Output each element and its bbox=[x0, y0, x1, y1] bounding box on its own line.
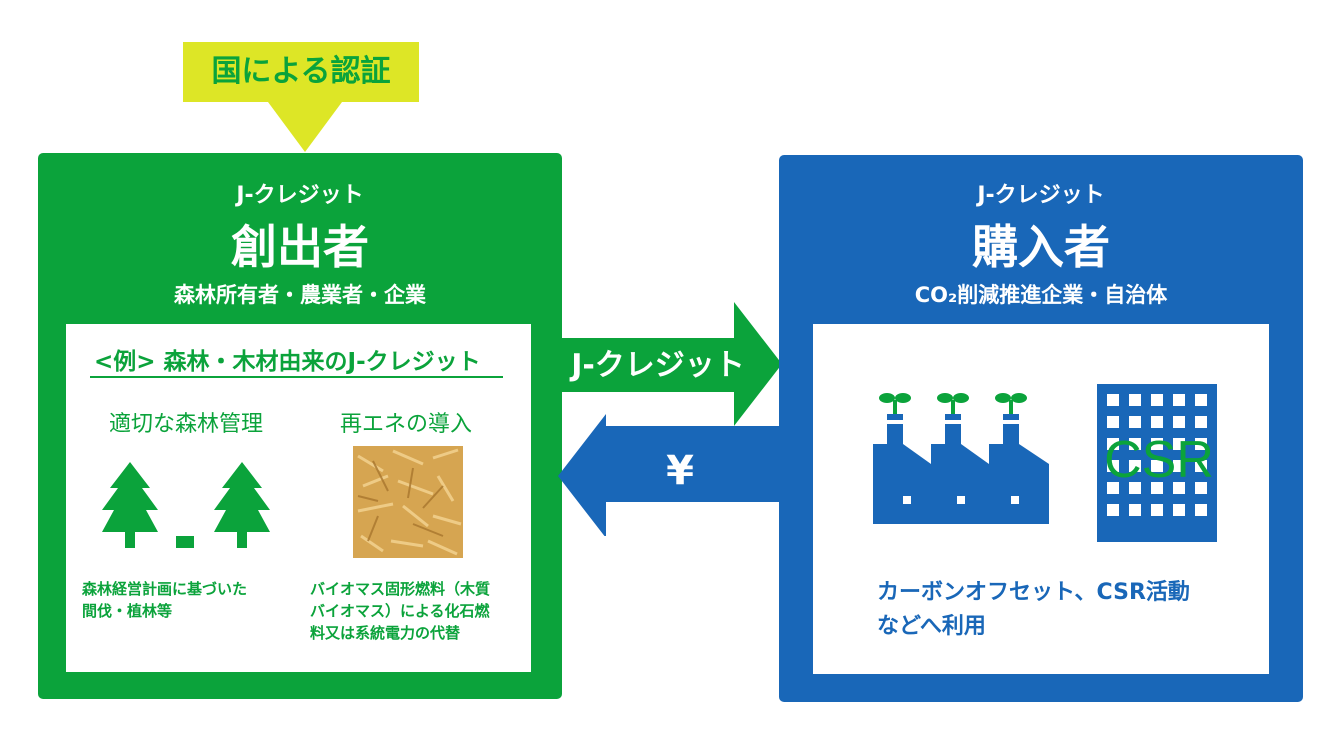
wood-chips-image bbox=[353, 446, 463, 558]
office-building-icon bbox=[1097, 384, 1217, 542]
certification-badge: 国による認証 bbox=[183, 42, 419, 102]
csr-label: CSR bbox=[1104, 431, 1214, 489]
trees-icon bbox=[102, 462, 270, 548]
creator-small-title: J-クレジット bbox=[236, 183, 364, 208]
example-heading-underline bbox=[90, 376, 503, 378]
forest-management-heading: 適切な森林管理 bbox=[108, 412, 263, 437]
yen-flow-label: ¥ bbox=[666, 448, 694, 494]
biomass-caption-line-1: バイオマス固形燃料（木質 bbox=[310, 580, 491, 598]
example-heading: <例> 森林・木材由来のJ-クレジット bbox=[94, 349, 481, 375]
forest-caption-line-1: 森林経営計画に基づいた bbox=[82, 580, 248, 598]
certification-label: 国による認証 bbox=[211, 54, 391, 89]
biomass-caption-line-3: 料又は系統電力の代替 bbox=[310, 624, 461, 642]
credit-flow-label: J-クレジット bbox=[571, 348, 745, 383]
green-factory-icon bbox=[873, 393, 1049, 524]
buyer-small-title: J-クレジット bbox=[977, 183, 1105, 208]
buyer-usage-box: CSR カーボンオフセット、CSR活動 などへ利用 bbox=[813, 324, 1269, 674]
flow-arrows bbox=[558, 302, 782, 536]
creator-title: 創出者 bbox=[231, 220, 369, 274]
credit-arrow-right-icon bbox=[558, 302, 782, 426]
biomass-caption-line-2: バイオマス）による化石燃 bbox=[310, 602, 490, 620]
buyer-subtitle: CO₂削減推進企業・自治体 bbox=[914, 283, 1168, 307]
buyer-caption-line-1: カーボンオフセット、CSR活動 bbox=[877, 580, 1190, 605]
certification-arrow-down-icon bbox=[268, 102, 342, 152]
buyer-title: 購入者 bbox=[972, 220, 1110, 274]
buyer-caption-line-2: などへ利用 bbox=[877, 614, 986, 639]
yen-arrow-left-icon bbox=[558, 414, 782, 536]
renewable-energy-heading: 再エネの導入 bbox=[339, 412, 472, 437]
creator-subtitle: 森林所有者・農業者・企業 bbox=[174, 283, 426, 307]
creator-example-box: <例> 森林・木材由来のJ-クレジット 適切な森林管理 再エネの導入 森 bbox=[66, 324, 531, 672]
forest-caption-line-2: 間伐・植林等 bbox=[82, 602, 173, 620]
